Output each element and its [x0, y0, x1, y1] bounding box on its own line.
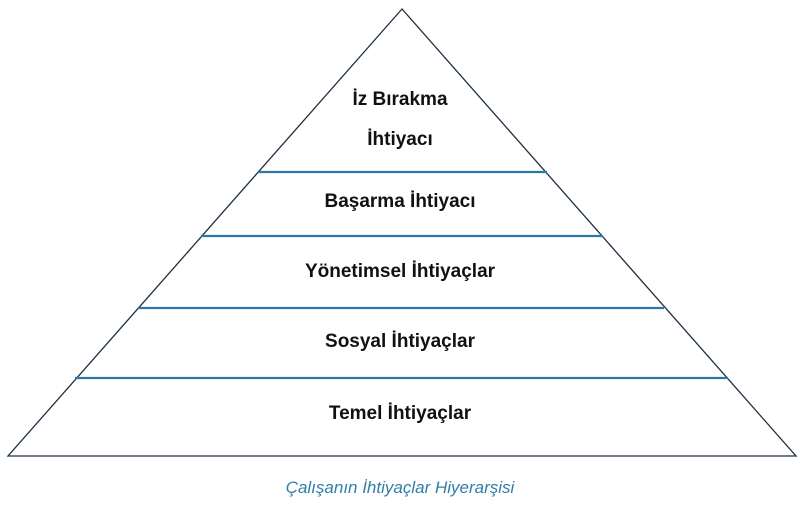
diagram-caption: Çalışanın İhtiyaçlar Hiyerarşisi: [285, 478, 515, 497]
level-4-label: Sosyal İhtiyaçlar: [325, 331, 475, 352]
level-2-label: Başarma İhtiyacı: [324, 191, 476, 212]
level-1-label-line2: İhtiyacı: [367, 129, 433, 150]
level-5-label: Temel İhtiyaçlar: [328, 403, 472, 424]
level-1-label-line1: İz Bırakma: [352, 89, 448, 110]
pyramid-outline: [6, 8, 798, 457]
level-3-label: Yönetimsel İhtiyaçlar: [304, 261, 496, 282]
pyramid-diagram: [6, 8, 798, 457]
